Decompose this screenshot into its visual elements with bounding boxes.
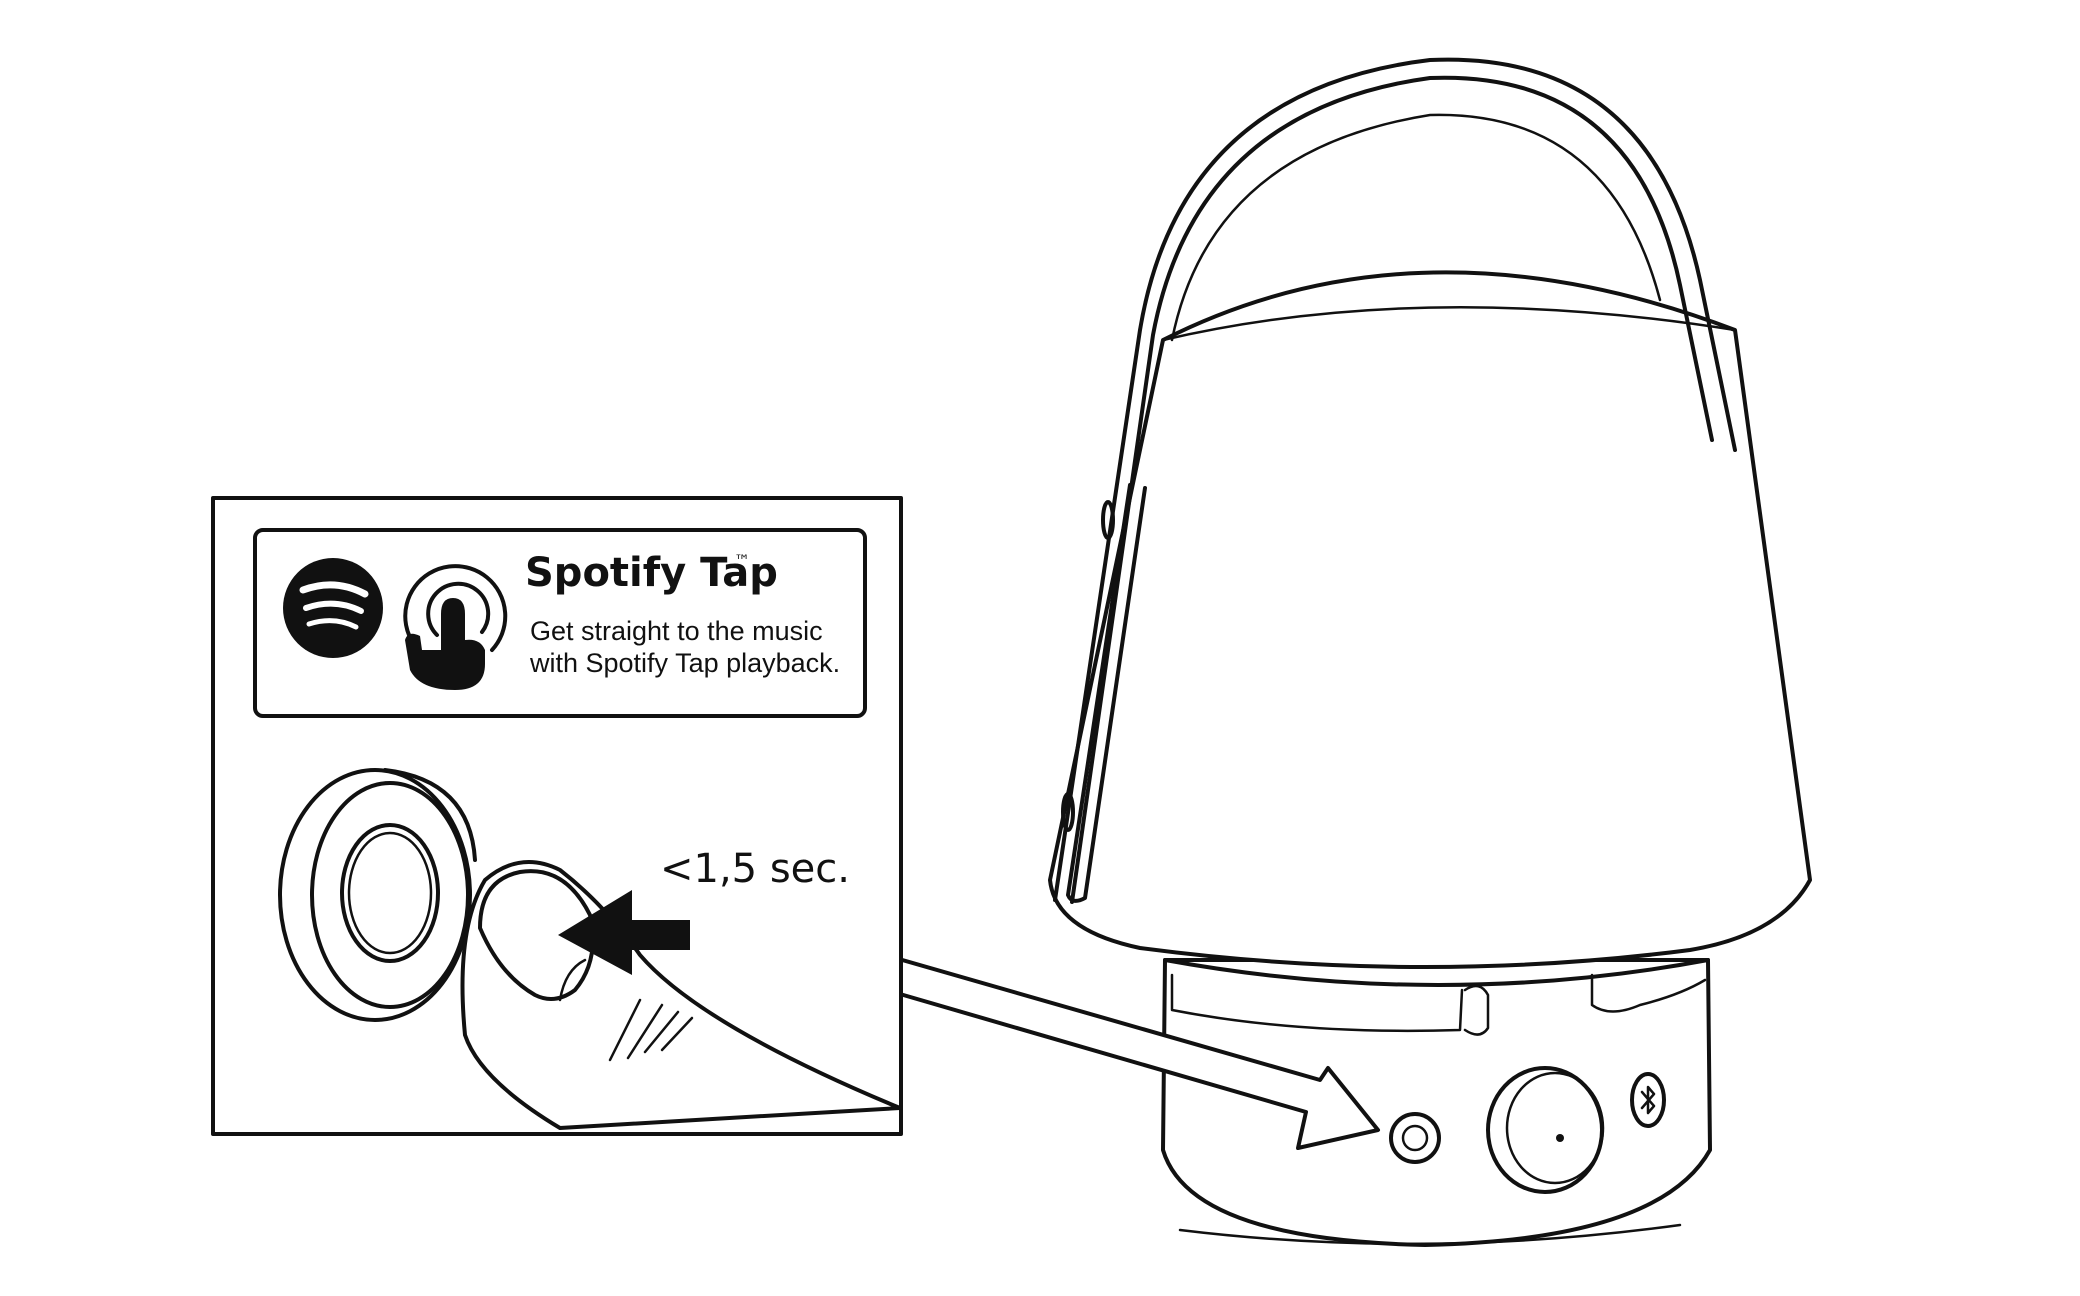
callout-panel: Spotify Tap ™ Get straight to the music …	[211, 496, 903, 1136]
volume-knob[interactable]	[1486, 1066, 1605, 1194]
label-description-line2: with Spotify Tap playback.	[529, 648, 840, 678]
press-duration-label: <1,5 sec.	[660, 846, 850, 892]
label-title: Spotify Tap	[525, 550, 778, 596]
base-controls	[1389, 1066, 1666, 1194]
speaker-lamp	[1048, 57, 1812, 1247]
spotify-tap-label: Spotify Tap ™ Get straight to the music …	[253, 528, 867, 718]
enlarged-tap-button	[278, 768, 477, 1022]
spotify-logo-icon	[283, 558, 383, 658]
lamp-shade	[1048, 270, 1812, 969]
tap-finger-icon	[403, 564, 508, 690]
arrow-right-icon	[558, 890, 690, 975]
lamp-handle	[1053, 57, 1737, 904]
bluetooth-button[interactable]	[1630, 1072, 1666, 1128]
label-trademark: ™	[734, 551, 750, 570]
speaker-base	[1161, 958, 1712, 1247]
spotify-tap-button[interactable]	[1389, 1112, 1441, 1164]
pointer-arrow	[883, 953, 1380, 1150]
bluetooth-icon	[1640, 1085, 1656, 1115]
label-description-line1: Get straight to the music	[530, 616, 823, 646]
